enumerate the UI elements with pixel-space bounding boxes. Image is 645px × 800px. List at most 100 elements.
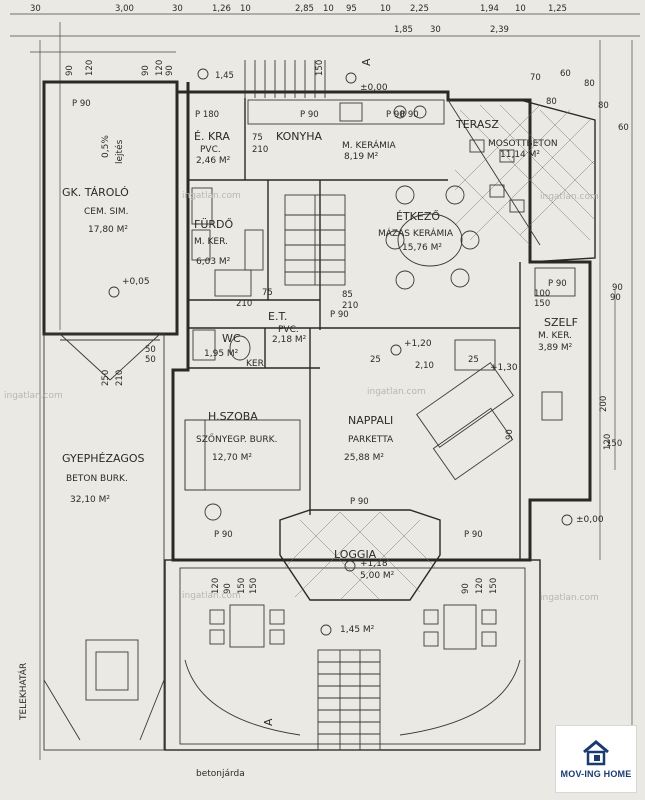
et-name: E.T.	[268, 310, 287, 323]
watermarks: ingatlan.com ingatlan.com ingatlan.com i…	[4, 191, 599, 603]
garage-name: GK. TÁROLÓ	[62, 186, 129, 199]
loggia-hatch	[284, 511, 436, 601]
closet-finish: M. KER.	[538, 331, 572, 341]
slope-word: lejtés	[114, 139, 125, 164]
dim-label: 210	[236, 299, 252, 309]
dim-second: 30	[430, 25, 441, 35]
dimension-texts: 30 3,00 30 1,26 10 2,85 10 95 10 2,25 1,…	[30, 4, 629, 594]
yard-finish: BETON BURK.	[66, 474, 128, 484]
garage-finish: CEM. SIM.	[84, 207, 128, 217]
dim-top: 10	[323, 4, 334, 14]
dim-label: 80	[546, 97, 557, 107]
dim-label: P 90	[464, 530, 483, 540]
loggia-area: 5,00 M²	[360, 571, 395, 581]
loggia-name: LOGGIA	[334, 548, 377, 561]
dim-label: 50	[145, 345, 156, 355]
dim-label: P 90	[330, 310, 349, 320]
terrace-hatch	[454, 104, 596, 246]
dim-label: 70	[530, 73, 541, 83]
dim-label: 100	[534, 289, 550, 299]
dining-name: ÉTKEZŐ	[396, 209, 440, 223]
terrace-finish: MOSOTTBETON	[488, 139, 558, 149]
watermark-text: ingatlan.com	[540, 593, 599, 603]
dim-label: P 180	[195, 110, 219, 120]
dim-label: 200	[599, 396, 609, 412]
watermark-text: ingatlan.com	[540, 192, 599, 202]
bathroom-finish: M. KER.	[194, 237, 228, 247]
dim-top: 10	[380, 4, 391, 14]
watermark-text: ingatlan.com	[182, 591, 241, 601]
pantry-area: 2,46 M²	[196, 156, 231, 166]
house-logo-icon	[583, 739, 609, 765]
dim-label: 85	[342, 290, 353, 300]
slope-value: 0,5%	[101, 135, 111, 158]
dim-label: 90	[165, 65, 175, 76]
wc-area: 1,95 M²	[204, 349, 239, 359]
elevation-labels: ±0,00 +0,05 +1,20 +1,30 +1,18 ±0,00	[122, 83, 604, 569]
yard-area: 32,10 M²	[70, 495, 110, 505]
elev-loggia: +1,18	[360, 559, 388, 569]
dim-label: 25	[468, 355, 479, 365]
elevation-markers	[108, 68, 573, 636]
dim-label: P 90	[214, 530, 233, 540]
dim-second: 2,39	[490, 25, 509, 35]
boundary-label: TELEKHATÁR	[17, 663, 29, 721]
pantry-name: É. KRA	[194, 130, 230, 143]
watermark-text: ingatlan.com	[182, 191, 241, 201]
dim-top: 3,00	[115, 4, 134, 14]
wc-name: WC	[222, 332, 241, 345]
pantry-finish: PVC.	[200, 145, 221, 155]
dim-label: 90	[610, 293, 621, 303]
furniture	[184, 99, 576, 736]
dim-label: 50	[145, 355, 156, 365]
dim-label: 80	[598, 101, 609, 111]
terrace-name: TERASZ	[455, 118, 499, 131]
dim-label: 210	[252, 145, 268, 155]
dim-label: P 90	[350, 497, 369, 507]
living-finish: PARKETTA	[348, 435, 394, 445]
dim-label: 150	[606, 439, 622, 449]
dim-label: 210	[115, 370, 125, 386]
dim-label: 60	[618, 123, 629, 133]
dim-label: 1,45	[215, 71, 234, 81]
dim-label: 75	[252, 133, 263, 143]
dim-top: 2,25	[410, 4, 429, 14]
dim-label: 60	[560, 69, 571, 79]
et-area: 2,18 M²	[272, 335, 307, 345]
bathroom-area: 6,03 M²	[196, 257, 231, 267]
sidewalk-label: betonjárda	[196, 769, 245, 779]
section-a-bottom: A	[262, 718, 275, 726]
dim-label: 90	[65, 65, 75, 76]
dim-label: 150	[315, 60, 325, 76]
elev-right-side: ±0,00	[576, 515, 604, 525]
dim-label: 150	[237, 578, 247, 594]
living-name: NAPPALI	[348, 414, 393, 427]
dim-label: 90	[223, 583, 233, 594]
elev-living: +1,20	[404, 339, 432, 349]
closet-area: 3,89 M²	[538, 343, 573, 353]
dim-label: 150	[249, 578, 259, 594]
dim-label: P 90	[548, 279, 567, 289]
yard-name: GYEPHÉZAGOS	[62, 452, 145, 465]
dim-label: 75	[262, 288, 273, 298]
dim-second: 1,85	[394, 25, 413, 35]
dim-label: 250	[101, 370, 111, 386]
dim-top: 1,26	[212, 4, 231, 14]
section-a-top: A	[360, 58, 373, 66]
et-finish: PVC.	[278, 325, 299, 335]
dim-top: 1,94	[480, 4, 499, 14]
watermark-text: ingatlan.com	[367, 387, 426, 397]
dim-top: 30	[30, 4, 41, 14]
living-area: 25,88 M²	[344, 453, 384, 463]
dim-top: 1,25	[548, 4, 567, 14]
dim-label: P 90	[72, 99, 91, 109]
bedroom-area: 12,70 M²	[212, 453, 252, 463]
brand-name: MOV-ING HOME	[560, 768, 632, 779]
garage-area: 17,80 M²	[88, 225, 128, 235]
dim-label: 80	[584, 79, 595, 89]
bedroom-name: H.SZOBA	[208, 410, 258, 423]
dim-label: 90	[612, 283, 623, 293]
terrace-area: 11,14 M²	[500, 150, 540, 160]
elev-kitchen-top: ±0,00	[360, 83, 388, 93]
